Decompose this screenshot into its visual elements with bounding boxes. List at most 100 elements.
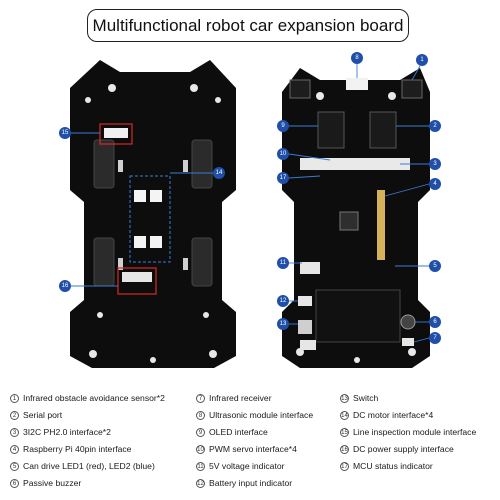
legend-number: 1 [10,393,19,403]
battery-indicator [298,296,312,306]
legend-item-11: 11 5V voltage indicator [196,461,284,471]
pwm-servo-headers [300,158,410,170]
legend-label: Battery input indicator [209,478,293,488]
legend-item-10: 10 PWM servo interface*4 [196,444,297,454]
legend-number: 2 [10,410,19,420]
legend-number: 6 [10,478,19,488]
legend-number: 16 [340,444,349,454]
marker-13: 13 [277,318,289,330]
marker-17: 17 [277,172,289,184]
svg-text:3: 3 [433,161,437,167]
legend-number: 10 [196,444,205,454]
svg-text:16: 16 [62,283,69,289]
legend-label: Serial port [23,410,63,420]
left-motor-blocks [93,139,213,287]
legend-item-2: 2 Serial port [10,410,62,420]
legend-label: MCU status indicator [353,461,433,471]
legend-label: Can drive LED1 (red), LED2 (blue) [23,461,155,471]
serial-port-area [369,111,397,149]
svg-text:6: 6 [433,319,437,325]
legend-number: 4 [10,444,19,454]
oled-interface-area [317,111,345,149]
marker-15: 15 [59,127,71,139]
svg-text:8: 8 [355,55,359,61]
legend-number: 3 [10,427,19,437]
svg-text:17: 17 [280,175,287,181]
left-leader-lines [71,132,213,287]
marker-6: 6 [429,316,441,328]
motor-driver-chips [134,190,162,248]
board-illustrations: 15 14 16 [59,52,441,368]
marker-8: 8 [351,52,363,64]
svg-text:1: 1 [420,57,424,63]
legend-item-5: 5 Can drive LED1 (red), LED2 (blue) [10,461,155,471]
svg-text:13: 13 [280,321,287,327]
marker-14: 14 [213,167,225,179]
svg-text:9: 9 [281,123,285,129]
legend-item-1: 1 Infrared obstacle avoidance sensor*2 [10,393,165,403]
legend-label: Passive buzzer [23,478,82,488]
marker-4: 4 [429,178,441,190]
legend-item-3: 3 3I2C PH2.0 interface*2 [10,427,111,437]
line-inspection-header [104,128,128,138]
right-board-top-view: 8 1 9 2 10 3 17 4 11 5 12 13 6 7 [277,52,441,368]
legend-label: DC motor interface*4 [353,410,434,420]
switch [298,320,312,334]
legend-label: PWM servo interface*4 [209,444,297,454]
legend-label: Ultrasonic module interface [209,410,314,420]
ultrasonic-header [346,78,368,90]
dc-power-highlight [117,267,157,295]
marker-11: 11 [277,257,289,269]
left-mount-holes [85,84,221,363]
legend-number: 5 [10,461,19,471]
passive-buzzer [400,314,416,330]
right-leader-lines [288,64,430,343]
svg-text:15: 15 [62,130,69,136]
legend-label: 5V voltage indicator [209,461,285,471]
legend-label: 3I2C PH2.0 interface*2 [23,427,111,437]
left-board-bottom-view: 15 14 16 [59,60,236,368]
marker-12: 12 [277,295,289,307]
legend-item-9: 9 OLED interface [196,427,268,437]
svg-text:5: 5 [433,263,437,269]
marker-3: 3 [429,158,441,170]
legend-number: 17 [340,461,349,471]
legend-label: OLED interface [209,427,268,437]
marker-7: 7 [429,332,441,344]
mcu-chip [339,211,359,231]
marker-1: 1 [416,54,428,66]
voltage-indicator-area [300,262,320,274]
legend-number: 15 [340,427,349,437]
ir-sensor-left [289,79,311,99]
svg-text:11: 11 [280,260,287,266]
legend-label: Switch [353,393,379,403]
legend-number: 14 [340,410,349,420]
legend-label: Infrared obstacle avoidance sensor*2 [23,393,165,403]
legend-number: 11 [196,461,205,471]
svg-text:10: 10 [280,151,287,157]
svg-text:2: 2 [433,123,437,129]
legend-label: DC power supply interface [353,444,454,454]
svg-text:14: 14 [216,170,223,176]
legend-item-14: 14 DC motor interface*4 [340,410,433,420]
legend-item-16: 16 DC power supply interface [340,444,454,454]
legend-label: Raspberry Pi 40pin interface [23,444,132,454]
svg-text:12: 12 [280,298,287,304]
marker-10: 10 [277,148,289,160]
power-switch-toggle [300,340,316,350]
line-inspection-highlight [99,123,133,145]
legend-number: 9 [196,427,205,437]
diagram-title: Multifunctional robot car expansion boar… [87,9,409,42]
legend-item-17: 17 MCU status indicator [340,461,433,471]
marker-9: 9 [277,120,289,132]
legend-label: Infrared receiver [209,393,272,403]
legend-item-4: 4 Raspberry Pi 40pin interface [10,444,131,454]
dc-power-jack [122,272,152,282]
legend-number: 7 [196,393,205,403]
legend-item-6: 6 Passive buzzer [10,478,81,488]
